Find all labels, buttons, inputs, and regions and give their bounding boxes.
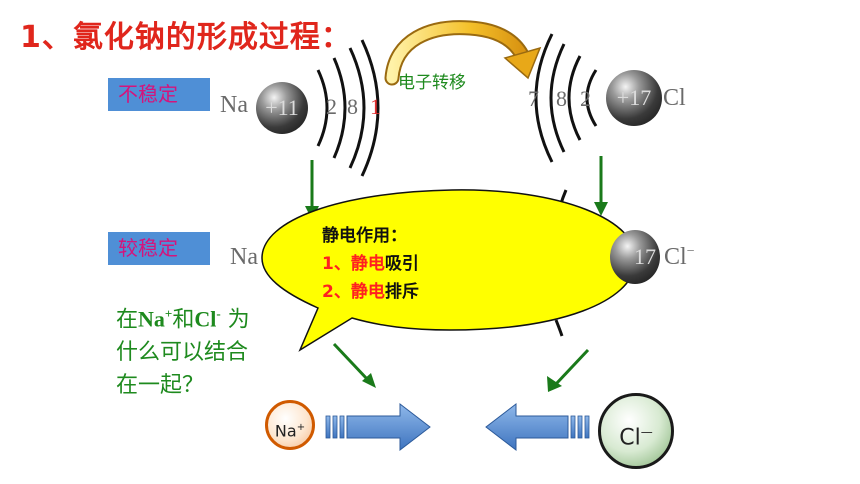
more-stable-label: 较稳定	[108, 232, 210, 265]
chlorine-shell-1: 2	[580, 86, 591, 111]
diagonal-arrow-left	[332, 342, 376, 388]
sodium-ion: Na+	[265, 400, 315, 450]
question-line-2: 什么可以结合	[116, 340, 249, 366]
callout-heading: 静电作用：	[322, 226, 407, 246]
question-text: 在Na+和Cl- 为 什么可以结合 在一起？	[116, 297, 250, 402]
sodium-shell-3: 1	[370, 94, 381, 119]
electron-transfer-label: 电子转移	[398, 73, 466, 93]
right-block-arrow	[325, 402, 431, 452]
callout-item-2: 2、静电排斥	[322, 282, 419, 302]
down-arrow-right	[594, 156, 608, 216]
callout-bubble	[261, 189, 637, 352]
callout-text: 静电作用： 1、静电吸引 2、静电排斥	[322, 222, 419, 306]
chlorine-symbol: Cl	[663, 85, 686, 111]
chlorine-shell-3: 7	[528, 86, 539, 111]
chlorine-shell-2: 8	[556, 86, 567, 111]
sodium-shell-1: 2	[326, 94, 337, 119]
sodium-shell-arcs	[316, 39, 380, 177]
sodium-shell-2: 8	[347, 94, 358, 119]
chloride-ion: Cl—	[598, 393, 674, 469]
page-title: 1、氯化钠的形成过程：	[20, 20, 352, 55]
sodium-ion-symbol-partial: Na	[230, 244, 258, 270]
callout-item-1: 1、静电吸引	[322, 254, 419, 274]
chlorine-shell-arcs	[534, 33, 598, 163]
chloride-nucleus-partial: 17	[610, 230, 660, 284]
sodium-symbol: Na	[220, 92, 248, 118]
diagonal-arrow-right	[547, 348, 590, 392]
electron-transfer-arrow	[384, 20, 542, 86]
sodium-nucleus: +11	[256, 82, 308, 134]
left-block-arrow	[485, 402, 590, 452]
unstable-label: 不稳定	[108, 78, 210, 111]
question-line-3: 在一起？	[116, 373, 205, 399]
question-line-1: 在Na+和Cl- 为	[116, 306, 250, 333]
chloride-symbol-partial: Cl−	[664, 244, 695, 270]
chlorine-nucleus: +17	[606, 70, 662, 126]
